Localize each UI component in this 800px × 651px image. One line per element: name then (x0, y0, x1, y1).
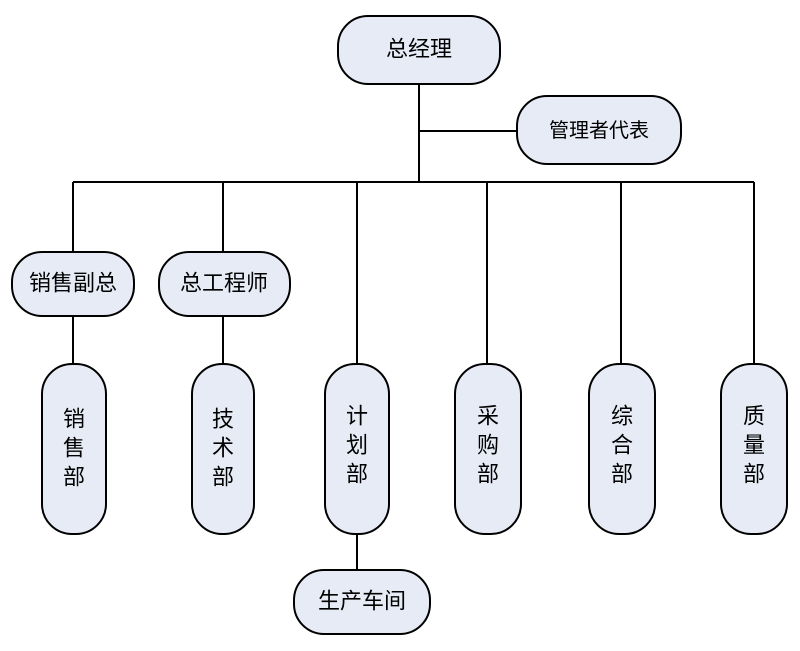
node-label: 质量部 (743, 405, 765, 488)
node-sales-vp: 销售副总 (11, 251, 135, 317)
node-quality-dept: 质量部 (720, 363, 788, 535)
node-sales-dept: 销售部 (41, 363, 107, 535)
node-label: 技术部 (212, 408, 234, 491)
node-production-workshop: 生产车间 (293, 569, 431, 635)
node-management-representative: 管理者代表 (516, 95, 682, 165)
node-technology-dept: 技术部 (191, 363, 255, 535)
node-purchasing-dept: 采购部 (454, 363, 522, 535)
node-label: 综合部 (611, 405, 633, 488)
node-label: 生产车间 (318, 590, 406, 615)
node-label: 总经理 (386, 38, 452, 63)
node-chief-engineer: 总工程师 (158, 251, 291, 317)
node-label: 计划部 (346, 405, 368, 488)
node-label: 采购部 (477, 405, 499, 488)
node-label: 总工程师 (180, 272, 268, 297)
node-general-affairs-dept: 综合部 (588, 363, 656, 535)
node-label: 销售副总 (29, 272, 117, 297)
node-label: 管理者代表 (549, 118, 649, 142)
node-planning-dept: 计划部 (324, 363, 390, 535)
node-general-manager: 总经理 (337, 15, 501, 85)
node-label: 销售部 (63, 408, 85, 491)
connectors (72, 84, 755, 570)
